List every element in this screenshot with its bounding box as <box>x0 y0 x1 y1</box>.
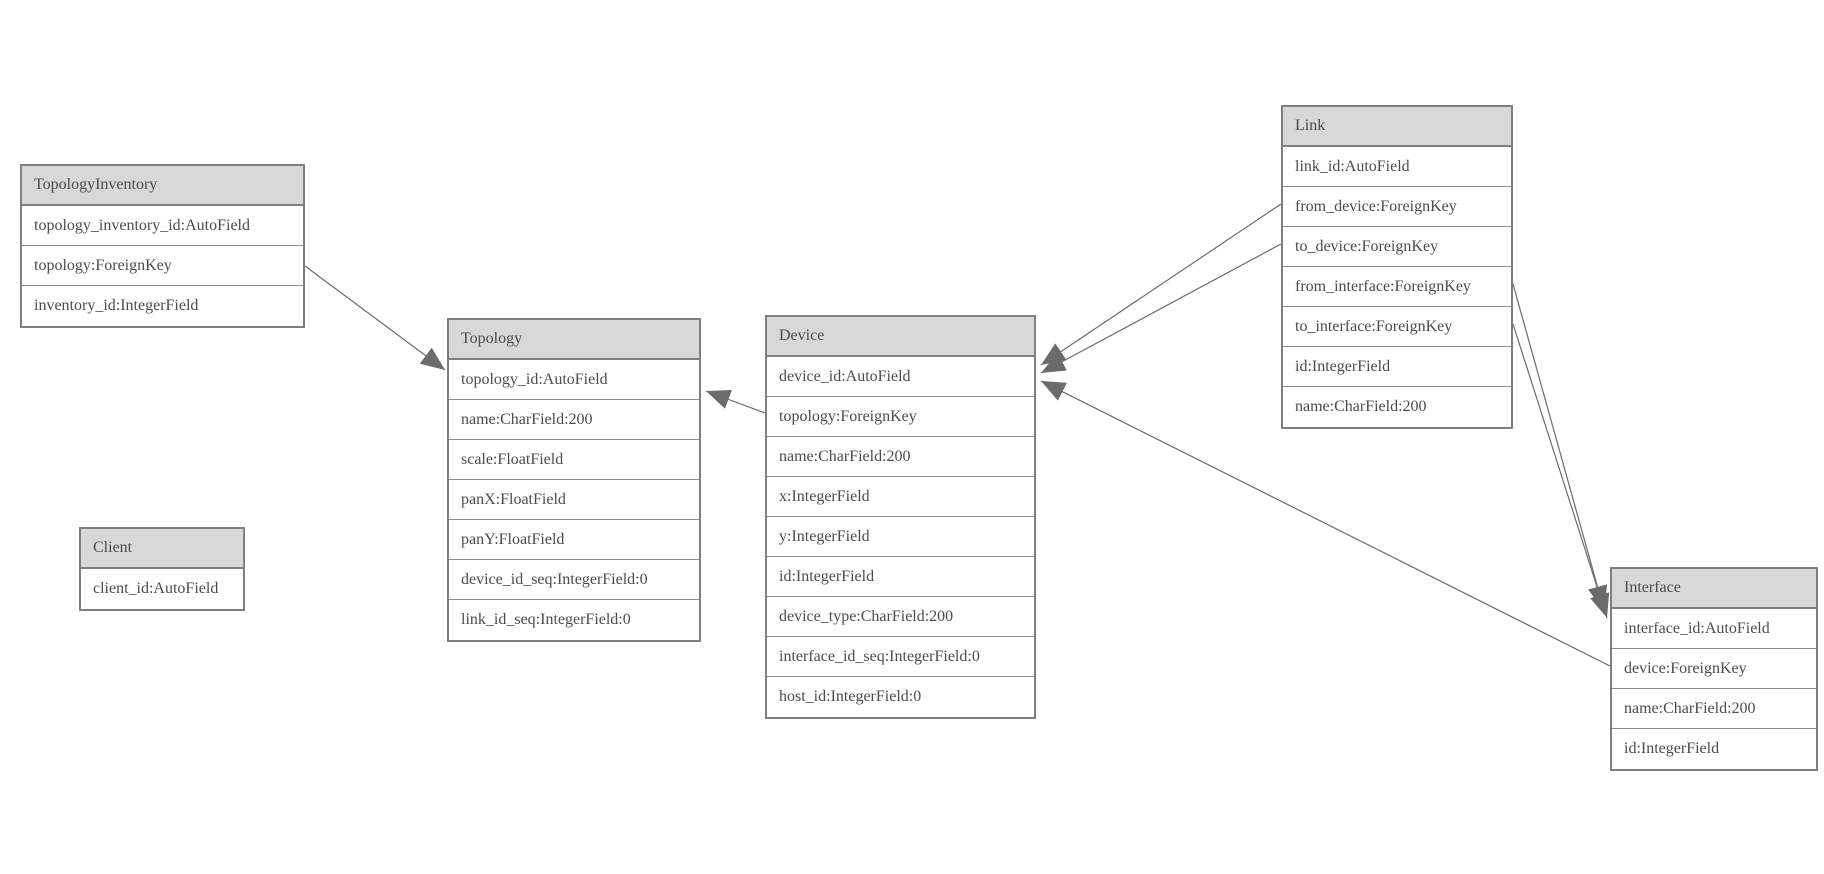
field-label: from_interface:ForeignKey <box>1295 277 1471 295</box>
field-row: panY:FloatField <box>449 520 699 560</box>
field-row: topology_id:AutoField <box>449 360 699 400</box>
field-row: to_interface:ForeignKey <box>1283 307 1511 347</box>
field-label: to_device:ForeignKey <box>1295 237 1439 255</box>
entity-interface[interactable]: Interface interface_id:AutoField device:Fo… <box>1610 567 1818 771</box>
field-row: y:IntegerField <box>767 517 1034 557</box>
entity-device[interactable]: Device device_id:AutoField topology:Foreig… <box>765 315 1036 719</box>
field-label: x:IntegerField <box>779 487 870 505</box>
field-label: panY:FloatField <box>461 530 565 548</box>
field-row: id:IntegerField <box>767 557 1034 597</box>
entity-client[interactable]: Client client_id:AutoField <box>79 527 245 611</box>
field-label: to_interface:ForeignKey <box>1295 317 1453 335</box>
entity-header-interface[interactable]: Interface <box>1612 569 1816 609</box>
field-row: name:CharField:200 <box>1283 387 1511 427</box>
field-label: interface_id:AutoField <box>1624 619 1770 637</box>
field-label: device_id:AutoField <box>779 367 911 385</box>
entity-header-link[interactable]: Link <box>1283 107 1511 147</box>
field-label: interface_id_seq:IntegerField:0 <box>779 647 980 665</box>
field-row: device_id_seq:IntegerField:0 <box>449 560 699 600</box>
field-row: link_id:AutoField <box>1283 147 1511 187</box>
field-row: id:IntegerField <box>1612 729 1816 769</box>
field-row: interface_id_seq:IntegerField:0 <box>767 637 1034 677</box>
relationship-line-link-to_interface <box>1512 323 1610 619</box>
entity-title: Interface <box>1624 579 1681 596</box>
field-row: to_device:ForeignKey <box>1283 227 1511 267</box>
field-row: name:CharField:200 <box>449 400 699 440</box>
field-row: panX:FloatField <box>449 480 699 520</box>
field-row: client_id:AutoField <box>81 569 243 609</box>
field-label: name:CharField:200 <box>779 447 911 465</box>
field-row: interface_id:AutoField <box>1612 609 1816 649</box>
field-row: from_interface:ForeignKey <box>1283 267 1511 307</box>
relationship-line-interface-device <box>1040 380 1611 667</box>
relationship-line-link-from_device <box>1040 203 1282 366</box>
field-label: client_id:AutoField <box>93 580 219 597</box>
relationship-line-link-to_device <box>1040 243 1282 374</box>
entity-header-device[interactable]: Device <box>767 317 1034 357</box>
relationship-line-link-from_interface <box>1512 283 1608 611</box>
entity-header-topologyinventory[interactable]: TopologyInventory <box>22 166 303 206</box>
field-row: topology:ForeignKey <box>767 397 1034 437</box>
field-label: scale:FloatField <box>461 450 564 468</box>
field-label: name:CharField:200 <box>461 410 593 428</box>
field-row: name:CharField:200 <box>1612 689 1816 729</box>
field-row: device_type:CharField:200 <box>767 597 1034 637</box>
entity-topologyinventory[interactable]: TopologyInventory topology_inventory_id:A… <box>20 164 305 328</box>
field-row: scale:FloatField <box>449 440 699 480</box>
field-label: id:IntegerField <box>1624 740 1720 757</box>
field-label: device_id_seq:IntegerField:0 <box>461 570 648 588</box>
entity-title: Topology <box>461 330 523 347</box>
field-row: from_device:ForeignKey <box>1283 187 1511 227</box>
field-label: id:IntegerField <box>1295 357 1391 375</box>
field-label: panX:FloatField <box>461 490 566 508</box>
field-label: topology:ForeignKey <box>779 407 917 425</box>
field-row: inventory_id:IntegerField <box>22 286 303 326</box>
field-row: link_id_seq:IntegerField:0 <box>449 600 699 640</box>
field-row: device:ForeignKey <box>1612 649 1816 689</box>
field-label: id:IntegerField <box>779 567 875 585</box>
relationship-line-device-topology <box>705 390 766 414</box>
field-label: link_id_seq:IntegerField:0 <box>461 611 631 628</box>
field-row: id:IntegerField <box>1283 347 1511 387</box>
field-label: device_type:CharField:200 <box>779 607 954 625</box>
field-row: x:IntegerField <box>767 477 1034 517</box>
field-row: device_id:AutoField <box>767 357 1034 397</box>
entity-title: Link <box>1295 117 1326 134</box>
field-label: device:ForeignKey <box>1624 659 1747 677</box>
field-label: name:CharField:200 <box>1295 398 1427 415</box>
entity-title: TopologyInventory <box>34 176 158 193</box>
entity-link[interactable]: Link link_id:AutoField from_device:Foreign… <box>1281 105 1513 429</box>
entity-header-topology[interactable]: Topology <box>449 320 699 360</box>
entity-header-client[interactable]: Client <box>81 529 243 569</box>
entity-title: Client <box>93 539 133 556</box>
field-label: name:CharField:200 <box>1624 699 1756 717</box>
field-label: topology_id:AutoField <box>461 370 608 388</box>
entity-title: Device <box>779 327 825 344</box>
field-label: host_id:IntegerField:0 <box>779 688 922 705</box>
field-label: topology:ForeignKey <box>34 256 172 274</box>
field-label: link_id:AutoField <box>1295 157 1410 175</box>
field-label: topology_inventory_id:AutoField <box>34 216 250 234</box>
field-label: from_device:ForeignKey <box>1295 197 1457 215</box>
field-row: topology:ForeignKey <box>22 246 303 286</box>
relationship-line-topologyinventory-topology <box>304 265 446 371</box>
field-row: host_id:IntegerField:0 <box>767 677 1034 717</box>
field-row: name:CharField:200 <box>767 437 1034 477</box>
entity-topology[interactable]: Topology topology_id:AutoField name:CharFi… <box>447 318 701 642</box>
field-label: inventory_id:IntegerField <box>34 297 199 314</box>
field-label: y:IntegerField <box>779 527 870 545</box>
field-row: topology_inventory_id:AutoField <box>22 206 303 246</box>
